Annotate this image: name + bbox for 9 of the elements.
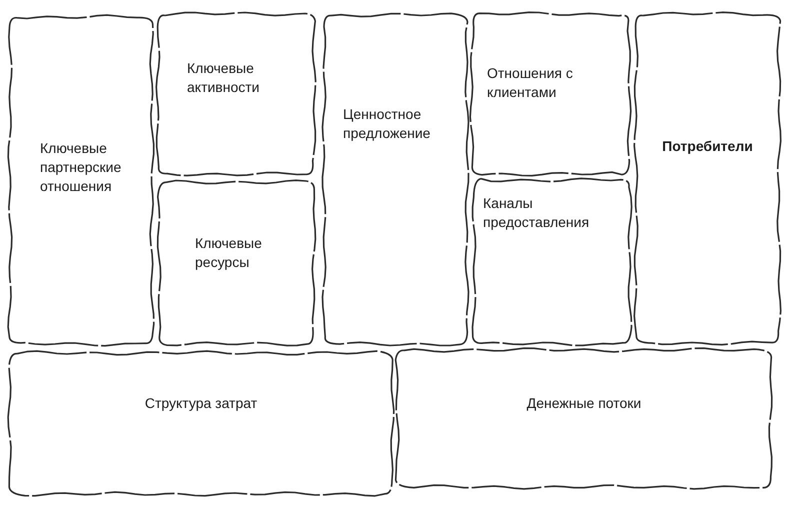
block-title: Ключевые активности [187,59,260,97]
block-title: Ключевые партнерские отношения [40,139,122,196]
block-title: Денежные потоки [526,394,642,413]
block-title: Ценностное предложение [343,105,432,143]
block-title: Отношения с клиентами [487,64,574,102]
block-title: Каналы предоставления [483,194,590,232]
block-title: Потребители [661,137,754,156]
block-title: Ключевые ресурсы [195,234,263,272]
block-title: Структура затрат [144,394,258,413]
